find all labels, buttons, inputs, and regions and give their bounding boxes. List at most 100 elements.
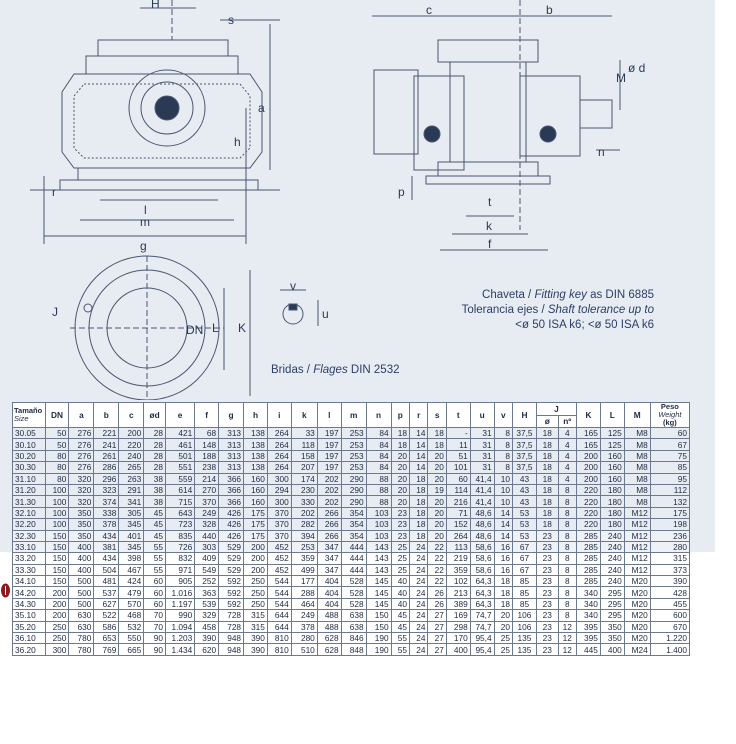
- table-cell: 150: [44, 529, 70, 542]
- table-cell: 266: [316, 529, 342, 542]
- table-cell: 20: [390, 483, 411, 497]
- table-cell: 18: [408, 506, 429, 520]
- table-cell: 345: [118, 518, 145, 531]
- table-cell: 60: [649, 426, 691, 440]
- table-cell: 55: [390, 643, 411, 656]
- table-cell: 160: [243, 472, 268, 485]
- table-cell: 300: [266, 495, 292, 508]
- header-H: H: [512, 402, 537, 428]
- table-cell: 200: [243, 552, 268, 565]
- table-cell: 990: [164, 609, 196, 622]
- table-cell: 88: [365, 472, 392, 485]
- table-cell: 80: [44, 461, 70, 474]
- table-cell: 240: [599, 529, 625, 542]
- table-cell: 175: [243, 529, 268, 542]
- table-cell: 160: [243, 495, 268, 508]
- table-cell: 363: [194, 586, 220, 599]
- table-cell: 458: [194, 620, 220, 634]
- table-cell: 390: [649, 575, 691, 588]
- table-cell: 24: [408, 563, 429, 577]
- header-r: r: [408, 402, 429, 428]
- label-p: p: [398, 185, 405, 199]
- table-cell-size: 36.20: [12, 643, 46, 656]
- table-cell: 106: [512, 609, 537, 622]
- table-cell: 8: [493, 438, 514, 451]
- table-cell: 715: [164, 495, 196, 508]
- table-cell: 23: [535, 552, 559, 565]
- table-cell: 103: [365, 518, 392, 531]
- table-cell: 55: [143, 540, 166, 554]
- table-cell: 37,5: [512, 438, 537, 451]
- table-cell: 948: [218, 632, 245, 645]
- table-cell: 300: [266, 472, 292, 485]
- table-cell: 551: [164, 461, 196, 474]
- table-cell: 220: [576, 506, 601, 520]
- table-cell: 286: [93, 461, 120, 474]
- table-cell: 18: [535, 495, 559, 508]
- table-cell: 20: [427, 461, 447, 474]
- table-cell: 250: [243, 586, 268, 599]
- table-cell: 12: [557, 643, 578, 656]
- table-cell: 8: [493, 426, 514, 440]
- table-cell: 28: [143, 449, 166, 463]
- table-cell: 236: [649, 529, 691, 542]
- table-cell: 165: [576, 438, 601, 451]
- table-cell: M12: [623, 552, 651, 565]
- table-cell: 58,6: [469, 563, 495, 577]
- table-cell: 354: [340, 506, 367, 520]
- table-cell: 1.094: [164, 620, 196, 634]
- table-cell: 160: [243, 483, 268, 497]
- table-cell: 64,3: [469, 597, 495, 611]
- table-cell: 143: [365, 563, 392, 577]
- table-cell: 25: [493, 632, 514, 645]
- header-j-count: nº: [557, 414, 578, 428]
- table-cell: M20: [623, 609, 651, 622]
- table-cell: 586: [93, 620, 120, 634]
- table-cell: 118: [290, 438, 318, 451]
- header-v: v: [493, 402, 514, 428]
- table-cell: 440: [194, 529, 220, 542]
- table-cell: 340: [576, 609, 601, 622]
- label-a: a: [258, 101, 265, 115]
- table-cell: 24: [408, 609, 429, 622]
- table-cell: 20: [493, 620, 514, 634]
- table-cell: 628: [316, 632, 342, 645]
- table-cell: 780: [68, 632, 95, 645]
- table-cell: 313: [218, 438, 245, 451]
- table-cell: M20: [623, 632, 651, 645]
- table-cell: 85: [512, 597, 537, 611]
- table-cell-size: 34.30: [12, 597, 46, 611]
- table-cell: 726: [164, 540, 196, 554]
- table-cell: M8: [623, 495, 651, 508]
- table-cell: 16: [493, 540, 514, 554]
- table-cell: 253: [340, 426, 367, 440]
- table-cell: 18: [535, 472, 559, 485]
- table-cell: 55: [143, 552, 166, 565]
- table-cell: 285: [576, 575, 601, 588]
- table-cell: 24: [408, 575, 429, 588]
- label-J: J: [52, 305, 58, 319]
- table-cell: 350: [68, 506, 95, 520]
- label-c: c: [426, 3, 432, 17]
- table-cell: 452: [266, 540, 292, 554]
- table-cell: 638: [340, 609, 367, 622]
- table-cell: 216: [445, 495, 471, 508]
- table-cell-size: 33.20: [12, 552, 46, 565]
- table-cell: 303: [194, 540, 220, 554]
- table-cell: 22: [427, 540, 447, 554]
- table-cell: 426: [218, 518, 245, 531]
- table-cell: 848: [340, 643, 367, 656]
- table-cell: 40: [390, 586, 411, 599]
- header-b: b: [93, 402, 120, 428]
- table-cell-size: 33.10: [12, 540, 46, 554]
- header-k: k: [290, 402, 318, 428]
- table-cell: 31: [469, 438, 495, 451]
- table-cell: 55: [390, 632, 411, 645]
- table-cell: 370: [266, 529, 292, 542]
- table-cell: 67: [512, 540, 537, 554]
- table-cell: 264: [266, 426, 292, 440]
- table-cell: 627: [93, 597, 120, 611]
